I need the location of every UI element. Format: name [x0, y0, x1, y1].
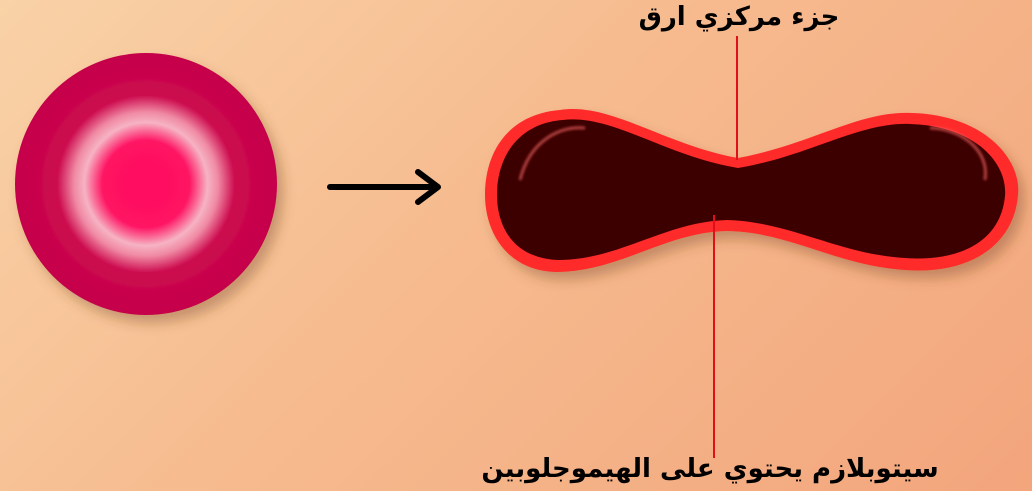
label-center-part: جزء مركزي ارق [614, 4, 864, 30]
cell-top-view [15, 53, 277, 315]
cell-side-view [485, 109, 1018, 272]
label-cytoplasm: سيتوبلازم يحتوي على الهيموجلوبين [440, 456, 980, 482]
right-arrow-icon [330, 172, 438, 202]
